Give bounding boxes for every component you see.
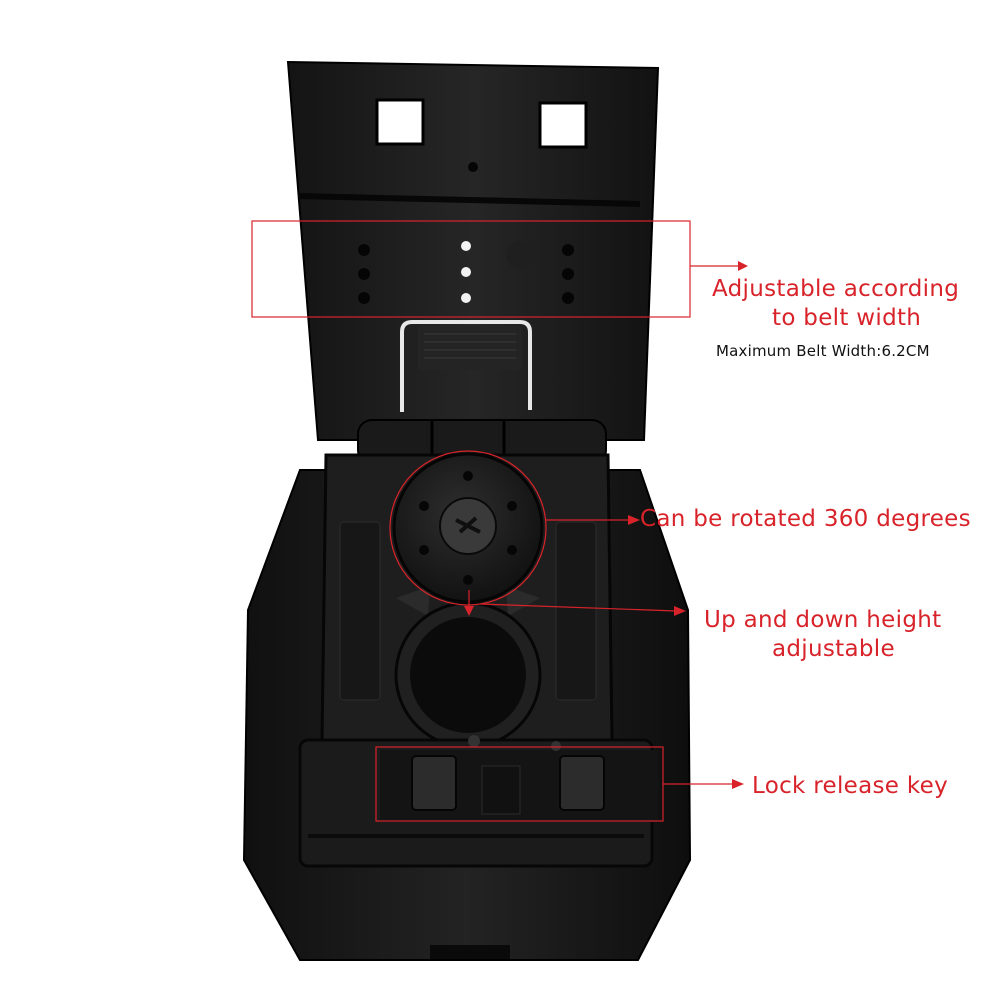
rotation-highlight-circle	[389, 450, 547, 606]
height-label-line1: Up and down height	[704, 607, 942, 633]
lock-release-block	[298, 735, 658, 868]
belt-plate	[286, 60, 660, 441]
belt-width-label-line2: to belt width	[772, 305, 922, 331]
belt-holes-highlight-box	[251, 220, 691, 318]
height-arrow-line	[479, 603, 677, 612]
adjustment-holes	[358, 244, 574, 304]
plate-slot-right	[538, 101, 588, 149]
rotation-arrowhead-icon	[628, 515, 640, 525]
belt-width-label-line1: Adjustable according	[712, 276, 960, 302]
lock-key-right	[559, 755, 605, 811]
rotation-label: Can be rotated 360 degrees	[640, 506, 971, 532]
lock-key-left	[411, 755, 457, 811]
wire-clip	[400, 320, 532, 412]
belt-arrowhead-icon	[738, 261, 748, 271]
plate-slot-left	[375, 98, 425, 146]
rotating-disc	[392, 452, 544, 604]
height-arrowhead-icon	[674, 606, 686, 616]
height-down-arrowhead-icon	[464, 606, 474, 616]
lock-release-label: Lock release key	[752, 773, 948, 799]
height-label-line2: adjustable	[772, 636, 895, 662]
height-adjust-ring	[394, 601, 542, 749]
annotation-arrowheads	[464, 261, 748, 789]
annotation-marks	[251, 220, 738, 822]
max-belt-width-note: Maximum Belt Width:6.2CM	[716, 342, 930, 360]
lock-arrowhead-icon	[732, 779, 744, 789]
